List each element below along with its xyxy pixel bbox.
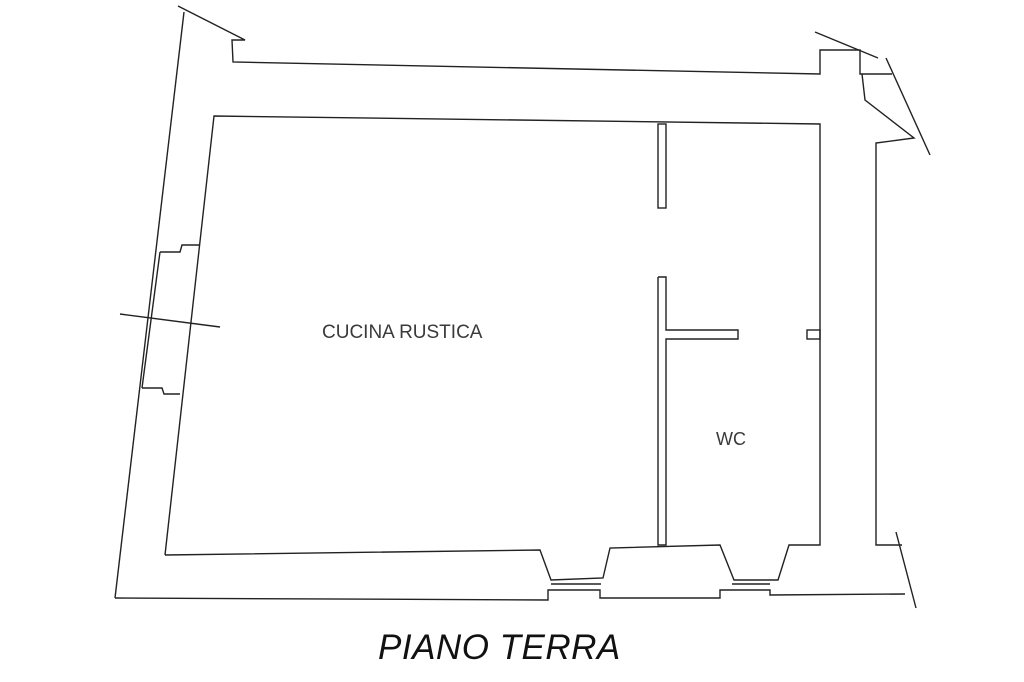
outer-wall (114, 5, 931, 609)
left-window-recess (160, 244, 200, 253)
partition-wc-wall (657, 276, 739, 546)
left-window-jamb (141, 251, 161, 389)
inner-right-corridor (861, 73, 916, 546)
partition-stub-right (806, 329, 821, 340)
left-window-line (119, 313, 221, 328)
outer-wall-bottom-right-cut (895, 531, 917, 609)
inner-wall (119, 73, 916, 581)
partition-upper (657, 123, 667, 209)
inner-wall-top (164, 115, 821, 581)
left-window-recess-bottom (142, 387, 180, 395)
outer-wall-right-cut (885, 57, 931, 156)
outer-wall-top-right-cut (814, 31, 879, 59)
room-label-cucina: CUCINA RUSTICA (322, 322, 483, 343)
outer-wall-left-edge (114, 11, 185, 599)
outer-wall-bottom (114, 589, 906, 601)
partitions (657, 123, 821, 546)
outer-wall-left (177, 5, 892, 75)
plan-title: PIANO TERRA (378, 628, 621, 667)
room-label-wc: WC (716, 429, 746, 449)
